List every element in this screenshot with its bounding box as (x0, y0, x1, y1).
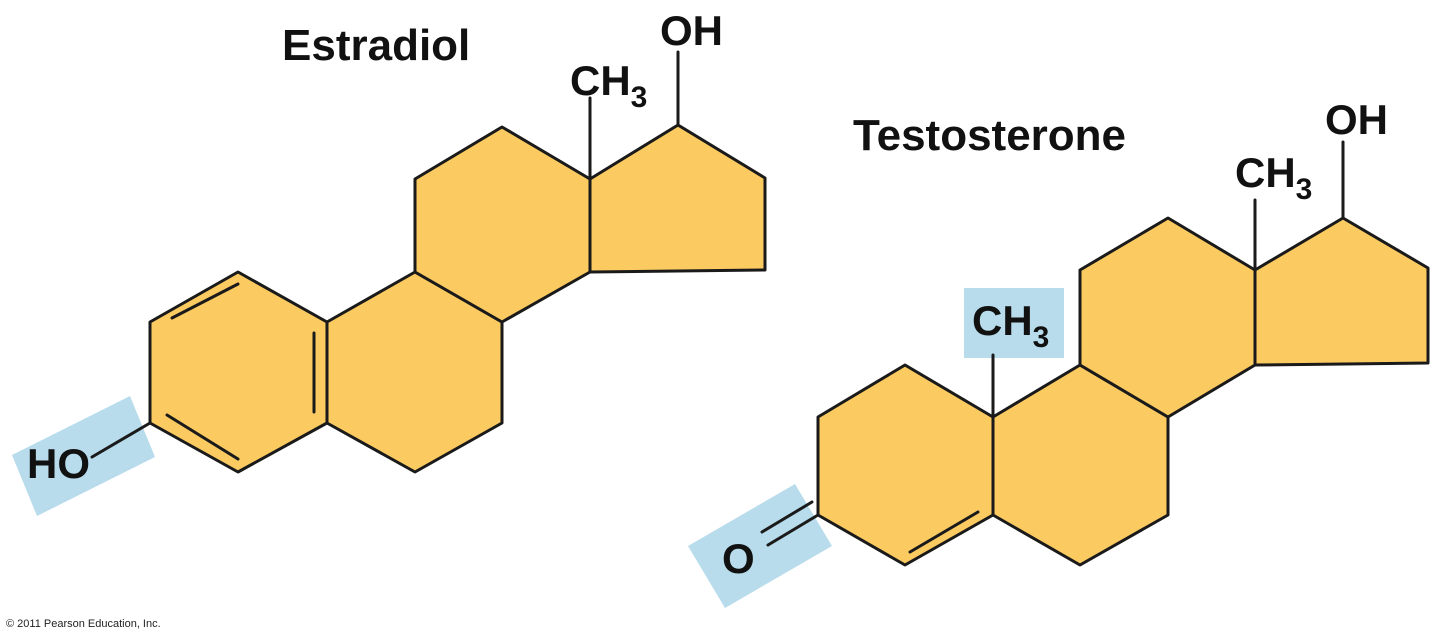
testosterone-ring-d (1253, 216, 1430, 367)
estradiol-title: Estradiol (282, 21, 470, 70)
copyright-notice: © 2011 Pearson Education, Inc. (6, 618, 161, 630)
estradiol-hydroxyl-highlight (12, 396, 155, 516)
testosterone-methyl-c10-label: CH3 (972, 297, 1049, 354)
testosterone-ring-a (816, 363, 995, 567)
testosterone-methyl-highlight (964, 288, 1064, 358)
testosterone-ketone-bond (766, 513, 820, 547)
estradiol-hydroxyl-top-label: OH (660, 7, 723, 54)
estradiol-structure: Estradiol OH CH3 HO (12, 7, 767, 516)
estradiol-methyl-label: CH3 (570, 57, 647, 114)
estradiol-ring-d (588, 123, 767, 274)
estradiol-ring-a (148, 270, 329, 474)
estradiol-double-bond (170, 282, 240, 320)
estradiol-hydroxyl-ring-label: HO (27, 440, 90, 487)
testosterone-ketone-highlight (688, 484, 832, 608)
testosterone-title: Testosterone (853, 111, 1126, 160)
testosterone-ketone-bond (760, 500, 814, 534)
testosterone-ketone-oxygen-label: O (722, 535, 755, 582)
testosterone-double-bond (908, 510, 980, 554)
testosterone-structure: Testosterone OH CH3 CH3 O (688, 96, 1430, 608)
testosterone-methyl-c13-label: CH3 (1235, 149, 1312, 206)
estradiol-double-bond (165, 413, 240, 461)
testosterone-hydroxyl-top-label: OH (1325, 96, 1388, 143)
estradiol-ho-bond (90, 421, 152, 459)
